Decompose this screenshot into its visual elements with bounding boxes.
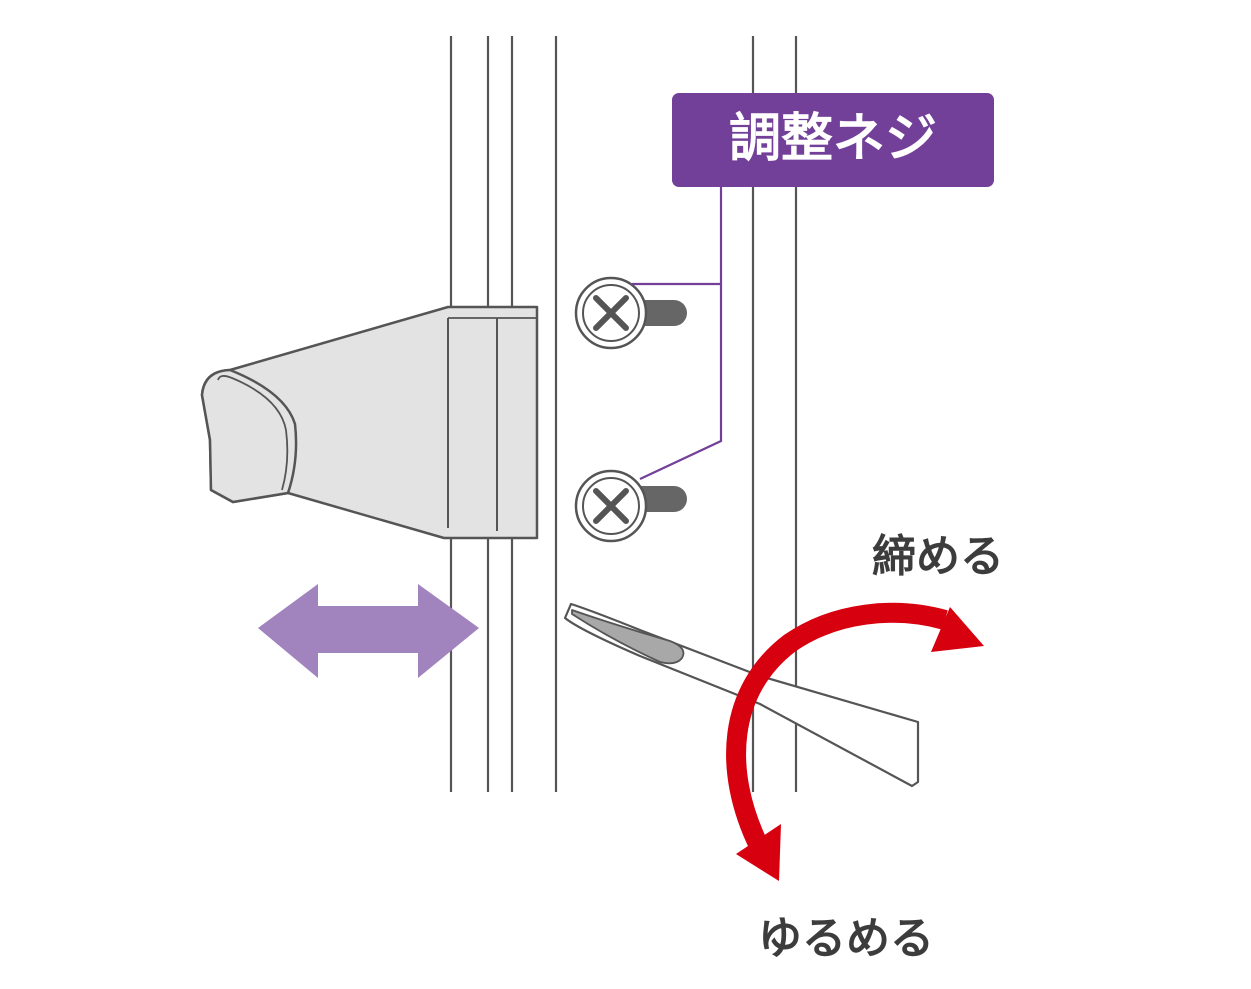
phillips-screw-icon bbox=[593, 295, 629, 331]
leader-line bbox=[632, 186, 723, 286]
screw-shaft bbox=[636, 486, 687, 512]
loosen-label: ゆるめる bbox=[758, 913, 934, 964]
screw-lower bbox=[574, 469, 687, 543]
leader-line bbox=[639, 284, 723, 480]
tighten-label: 締める bbox=[872, 531, 1004, 582]
horizontal-double-arrow-icon bbox=[258, 584, 479, 678]
screw-upper bbox=[574, 276, 687, 350]
bracket-tip-inner bbox=[217, 375, 289, 491]
screwdriver-groove bbox=[571, 609, 685, 665]
screw-shaft bbox=[636, 300, 687, 326]
arrowhead-loosen bbox=[736, 824, 781, 881]
curved-rotation-arrow-icon bbox=[726, 602, 984, 881]
callout-box: 調整ネジ bbox=[672, 93, 994, 187]
callout-label: 調整ネジ bbox=[729, 109, 937, 169]
latch-bracket bbox=[200, 305, 539, 540]
arrowhead-tighten bbox=[931, 607, 984, 652]
rotation-arc bbox=[726, 602, 948, 851]
callout-leader bbox=[632, 186, 723, 480]
callout-bg bbox=[672, 93, 994, 187]
phillips-screw-icon bbox=[593, 488, 629, 524]
